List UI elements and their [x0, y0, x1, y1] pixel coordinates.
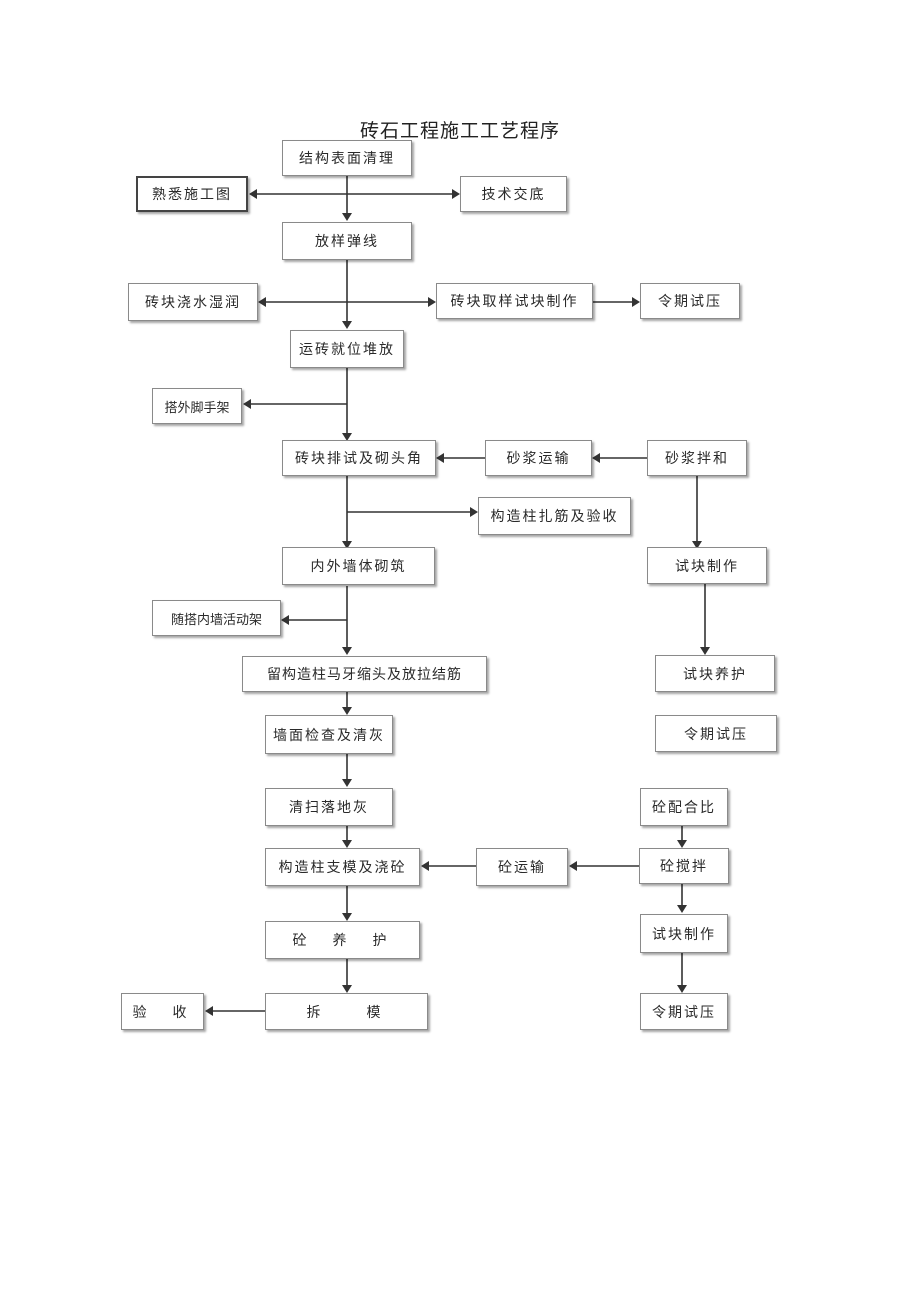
box-age-pressure-test-3: 令期试压: [640, 993, 728, 1030]
box-layout-line-marking: 放样弹线: [282, 222, 412, 260]
box-concrete-transport: 砼运输: [476, 848, 568, 886]
box-brick-transport-stacking: 运砖就位堆放: [290, 330, 404, 368]
box-external-scaffolding: 搭外脚手架: [152, 388, 242, 424]
box-concrete-mixing: 砼搅拌: [639, 848, 729, 884]
box-read-construction-drawings: 熟悉施工图: [136, 176, 248, 212]
box-concrete-mix-ratio: 砼配合比: [640, 788, 728, 826]
box-technical-briefing: 技术交底: [460, 176, 567, 212]
box-column-toothing-tie-bars: 留构造柱马牙缩头及放拉结筋: [242, 656, 487, 692]
box-interior-movable-scaffold: 随搭内墙活动架: [152, 600, 281, 636]
diagram-title: 砖石工程施工工艺程序: [359, 120, 560, 142]
box-concrete-curing: 砼 养 护: [265, 921, 420, 959]
box-wall-inspection-cleaning: 墙面检查及清灰: [265, 715, 393, 754]
box-acceptance: 验 收: [121, 993, 204, 1030]
box-brick-sampling: 砖块取样试块制作: [436, 283, 593, 319]
box-test-block-making-2: 试块制作: [640, 914, 728, 953]
box-structure-surface-cleaning: 结构表面清理: [282, 140, 412, 176]
box-column-formwork-pouring: 构造柱支模及浇砼: [265, 848, 420, 886]
box-mortar-transport: 砂浆运输: [485, 440, 592, 476]
box-test-block-making-1: 试块制作: [647, 547, 767, 584]
box-brick-watering: 砖块浇水湿润: [128, 283, 258, 321]
box-mortar-mixing: 砂浆拌和: [647, 440, 747, 476]
box-wall-masonry: 内外墙体砌筑: [282, 547, 435, 585]
box-age-pressure-test-2: 令期试压: [655, 715, 777, 752]
box-age-pressure-test-1: 令期试压: [640, 283, 740, 319]
box-sweep-fallen-mortar: 清扫落地灰: [265, 788, 393, 826]
box-formwork-removal: 拆 模: [265, 993, 428, 1030]
box-test-block-curing: 试块养护: [655, 655, 775, 692]
box-brick-trial-layout: 砖块排试及砌头角: [282, 440, 436, 476]
box-column-rebar-inspection: 构造柱扎筋及验收: [478, 497, 631, 535]
